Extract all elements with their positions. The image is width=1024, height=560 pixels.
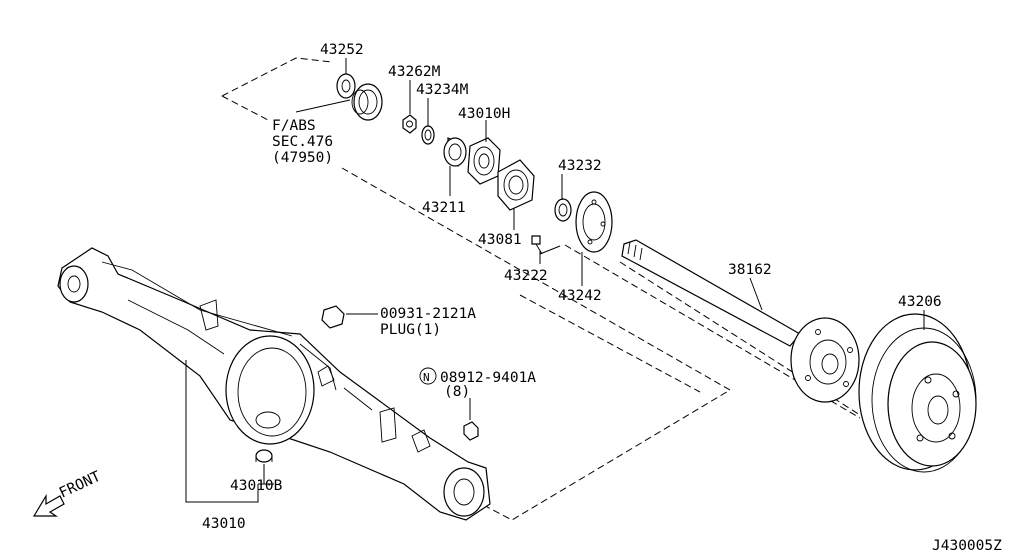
cage-43081 bbox=[497, 159, 535, 211]
label-43232: 43232 bbox=[558, 158, 602, 174]
label-43211: 43211 bbox=[422, 200, 466, 216]
front-arrow bbox=[32, 493, 65, 517]
label-fabs: F/ABS bbox=[272, 118, 316, 134]
label-plug-number: 00931-2121A bbox=[380, 306, 476, 322]
axle-housing-43010 bbox=[57, 247, 491, 521]
label-43242: 43242 bbox=[558, 288, 602, 304]
washer-43234m bbox=[421, 125, 435, 145]
housing-43010h bbox=[467, 137, 501, 185]
backing-plate-43242 bbox=[575, 191, 613, 253]
bolt-43222 bbox=[531, 235, 543, 255]
nut-43262m bbox=[402, 114, 417, 134]
label-43081: 43081 bbox=[478, 232, 522, 248]
label-43010b: 43010B bbox=[230, 478, 283, 494]
bearing-43252 bbox=[336, 73, 356, 99]
label-nut-number: 08912-9401A bbox=[440, 370, 536, 386]
label-nut-qty: (8) bbox=[444, 384, 470, 400]
label-front: FRONT bbox=[57, 469, 104, 502]
label-43252: 43252 bbox=[320, 42, 364, 58]
abs-rotor bbox=[351, 83, 383, 121]
label-43222: 43222 bbox=[504, 268, 548, 284]
label-38162: 38162 bbox=[728, 262, 772, 278]
nut-symbol-circle bbox=[419, 367, 437, 385]
brake-drum-43206 bbox=[858, 313, 977, 473]
axle-shaft-38162 bbox=[621, 239, 860, 403]
figure-code: J430005Z bbox=[932, 538, 1002, 554]
seal-43232 bbox=[554, 198, 572, 222]
label-43206: 43206 bbox=[898, 294, 942, 310]
plug-00931-2121a bbox=[321, 305, 345, 329]
label-nut-symbol: N bbox=[423, 371, 430, 384]
label-43010: 43010 bbox=[202, 516, 246, 532]
label-43234m: 43234M bbox=[416, 82, 469, 98]
bearing-43211 bbox=[443, 137, 467, 167]
plug-43010b bbox=[255, 449, 273, 463]
label-43010h: 43010H bbox=[458, 106, 510, 122]
label-plug-qty: PLUG(1) bbox=[380, 322, 441, 338]
nut-08912-9401a bbox=[463, 421, 479, 441]
label-fabs-section: SEC.476 bbox=[272, 134, 333, 150]
label-43262m: 43262M bbox=[388, 64, 441, 80]
hub-dashed-line bbox=[519, 294, 701, 393]
assembly-dashed-outline bbox=[221, 57, 731, 521]
label-fabs-part: (47950) bbox=[272, 150, 333, 166]
leader-lines bbox=[185, 58, 925, 503]
